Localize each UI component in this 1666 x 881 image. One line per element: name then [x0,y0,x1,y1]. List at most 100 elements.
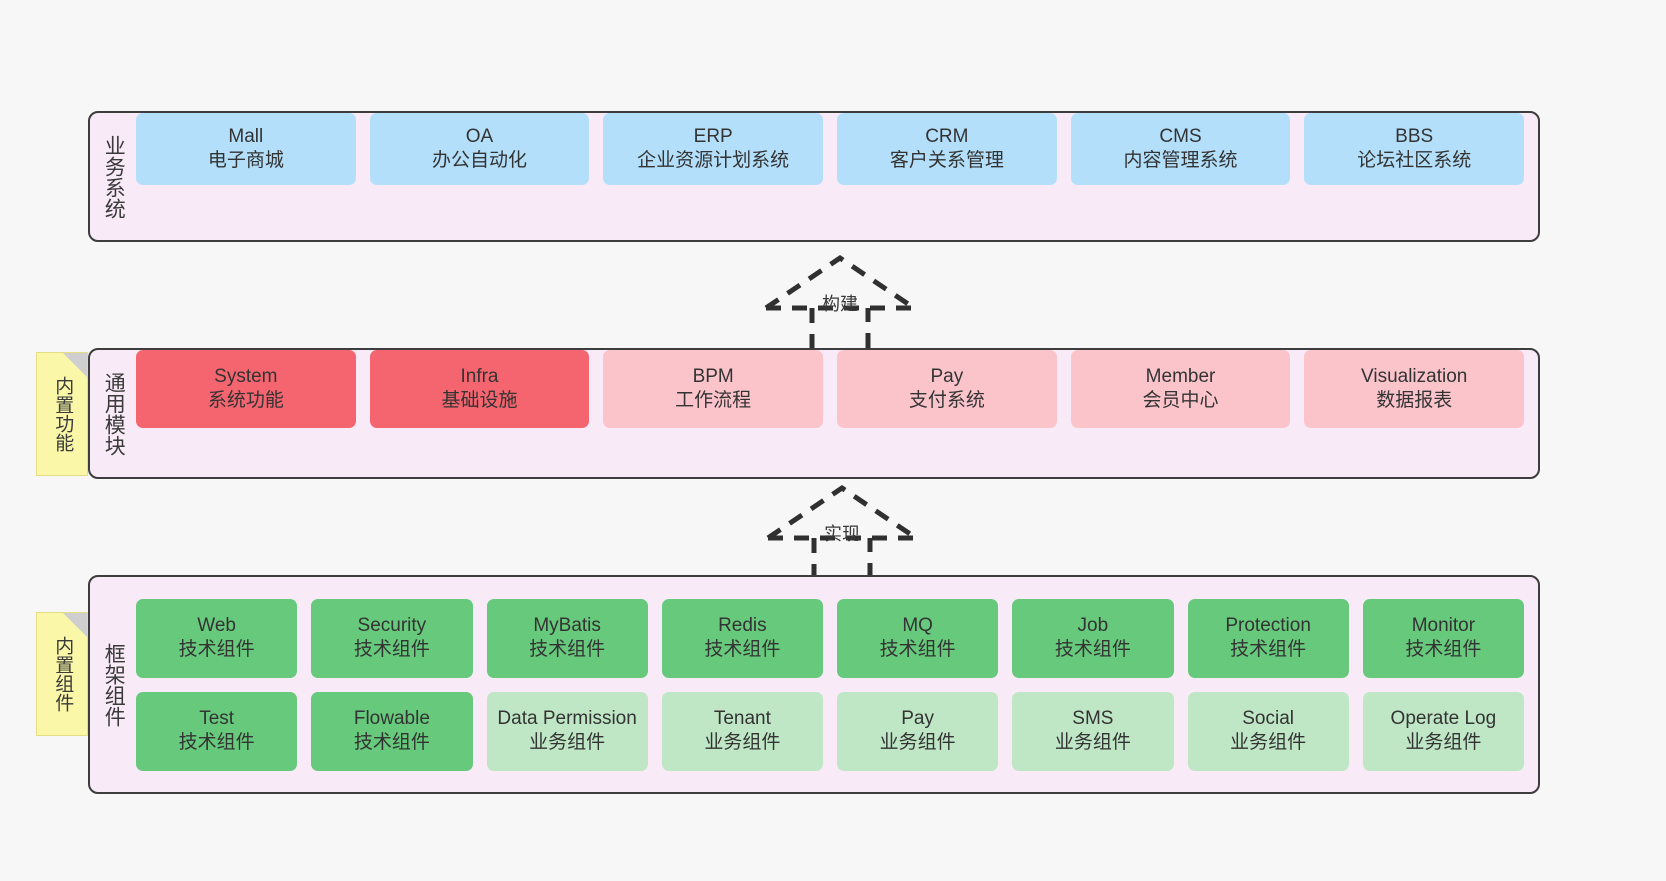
component-card-desc: 技术组件 [879,639,956,660]
component-card-name: Web [197,614,236,636]
module-card-desc: 企业资源计划系统 [637,150,790,171]
component-card-name: Pay [901,707,934,729]
sticky-note-builtin-features: 内置功能 [36,352,88,476]
module-card-name: OA [465,125,494,147]
component-card-desc: 业务组件 [879,732,956,753]
component-card-name: Operate Log [1390,707,1497,729]
component-card-desc: 技术组件 [178,639,255,660]
module-card-desc: 系统功能 [207,390,284,411]
module-card-name: ERP [693,125,733,147]
module-card-member[interactable]: Member 会员中心 [1070,350,1291,428]
arrow-label-implement: 实现 [824,524,860,544]
component-card-name: Social [1242,707,1294,729]
module-card-cms[interactable]: CMS 内容管理系统 [1070,113,1291,185]
component-card-desc: 业务组件 [1405,732,1482,753]
component-card-flowable[interactable]: Flowable 技术组件 [311,691,473,771]
module-card-desc: 会员中心 [1142,390,1219,411]
layer-common-cells: System 系统功能 Infra 基础设施 BPM 工作流程 Pay 支付系统… [136,350,1538,428]
component-card-desc: 技术组件 [353,639,430,660]
component-card-redis[interactable]: Redis 技术组件 [661,598,823,678]
component-card-protection[interactable]: Protection 技术组件 [1187,598,1349,678]
component-card-name: MyBatis [533,614,601,636]
component-card-job[interactable]: Job 技术组件 [1012,598,1174,678]
component-card-desc: 技术组件 [1054,639,1131,660]
component-card-name: Job [1077,614,1109,636]
page-fold-icon [63,613,87,637]
component-card-name: SMS [1072,707,1114,729]
module-card-oa[interactable]: OA 办公自动化 [369,113,590,185]
cell-row: System 系统功能 Infra 基础设施 BPM 工作流程 Pay 支付系统… [136,350,1525,428]
component-card-desc: 技术组件 [1230,639,1307,660]
module-card-name: Infra [460,365,499,387]
component-card-name: Security [357,614,427,636]
module-card-mall[interactable]: Mall 电子商城 [136,113,356,185]
module-card-name: Pay [930,365,964,387]
module-card-name: CRM [925,125,969,147]
component-card-operate-log[interactable]: Operate Log 业务组件 [1362,691,1524,771]
component-card-name: Tenant [713,707,771,729]
sticky-note-label: 内置功能 [52,376,74,452]
component-card-name: MQ [902,614,933,636]
component-card-desc: 技术组件 [1405,639,1482,660]
module-card-infra[interactable]: Infra 基础设施 [369,350,590,428]
component-card-name: Redis [718,614,767,636]
module-card-desc: 客户关系管理 [889,150,1004,171]
module-card-name: Member [1145,365,1216,387]
component-card-social[interactable]: Social 业务组件 [1187,691,1349,771]
component-card-name: Protection [1225,614,1311,636]
arrow-label-build: 构建 [822,294,858,314]
component-card-desc: 业务组件 [529,732,606,753]
component-card-name: Flowable [353,707,430,729]
cell-row: Web 技术组件 Security 技术组件 MyBatis 技术组件 Redi… [136,598,1524,678]
component-card-desc: 技术组件 [704,639,781,660]
component-card-monitor[interactable]: Monitor 技术组件 [1362,598,1524,678]
module-card-desc: 论坛社区系统 [1357,150,1472,171]
module-card-desc: 基础设施 [441,390,518,411]
module-card-erp[interactable]: ERP 企业资源计划系统 [603,113,824,185]
module-card-name: System [214,365,278,387]
component-card-mybatis[interactable]: MyBatis 技术组件 [486,598,648,678]
component-card-desc: 技术组件 [529,639,606,660]
module-card-pay[interactable]: Pay 支付系统 [837,350,1057,428]
layer-business-system: 业务系统 Mall 电子商城 OA 办公自动化 ERP 企业资源计划系统 CRM… [88,111,1540,242]
module-card-crm[interactable]: CRM 客户关系管理 [837,113,1057,185]
component-card-web[interactable]: Web 技术组件 [136,598,298,678]
module-card-name: BPM [692,365,734,387]
component-card-security[interactable]: Security 技术组件 [311,598,473,678]
generalization-arrow-implement: 实现 [762,482,922,586]
module-card-desc: 工作流程 [675,390,752,411]
component-card-desc: 业务组件 [1230,732,1307,753]
module-card-bpm[interactable]: BPM 工作流程 [603,350,824,428]
module-card-desc: 内容管理系统 [1123,150,1238,171]
layer-title-common-module: 通用模块 [102,371,126,456]
module-card-desc: 数据报表 [1376,390,1453,411]
component-card-pay[interactable]: Pay 业务组件 [837,691,999,771]
component-card-desc: 技术组件 [353,732,430,753]
component-card-tenant[interactable]: Tenant 业务组件 [661,691,823,771]
component-card-mq[interactable]: MQ 技术组件 [837,598,999,678]
module-card-bbs[interactable]: BBS 论坛社区系统 [1304,113,1525,185]
module-card-system[interactable]: System 系统功能 [136,350,356,428]
page-fold-icon [63,353,87,377]
layer-framework-cells: Web 技术组件 Security 技术组件 MyBatis 技术组件 Redi… [136,577,1538,792]
component-card-sms[interactable]: SMS 业务组件 [1012,691,1174,771]
module-card-name: Mall [228,125,264,147]
layer-framework-component: 框架组件 Web 技术组件 Security 技术组件 MyBatis 技术组件… [88,575,1540,794]
component-card-test[interactable]: Test 技术组件 [136,691,298,771]
module-card-name: Visualization [1361,365,1468,387]
layer-common-module: 通用模块 System 系统功能 Infra 基础设施 BPM 工作流程 Pay… [88,348,1540,479]
component-card-name: Monitor [1411,614,1476,636]
module-card-visualization[interactable]: Visualization 数据报表 [1304,350,1525,428]
cell-row: Mall 电子商城 OA 办公自动化 ERP 企业资源计划系统 CRM 客户关系… [136,113,1525,185]
module-card-desc: 办公自动化 [432,150,528,171]
component-card-name: Test [199,707,235,729]
module-card-name: BBS [1395,125,1434,147]
component-card-data-permission[interactable]: Data Permission 业务组件 [486,691,648,771]
sticky-note-label: 内置组件 [52,636,74,712]
generalization-arrow-build: 构建 [760,252,920,356]
layer-business-cells: Mall 电子商城 OA 办公自动化 ERP 企业资源计划系统 CRM 客户关系… [136,113,1538,185]
component-card-desc: 技术组件 [178,732,255,753]
component-card-name: Data Permission [497,707,637,729]
layer-title-business-system: 业务系统 [102,134,126,219]
